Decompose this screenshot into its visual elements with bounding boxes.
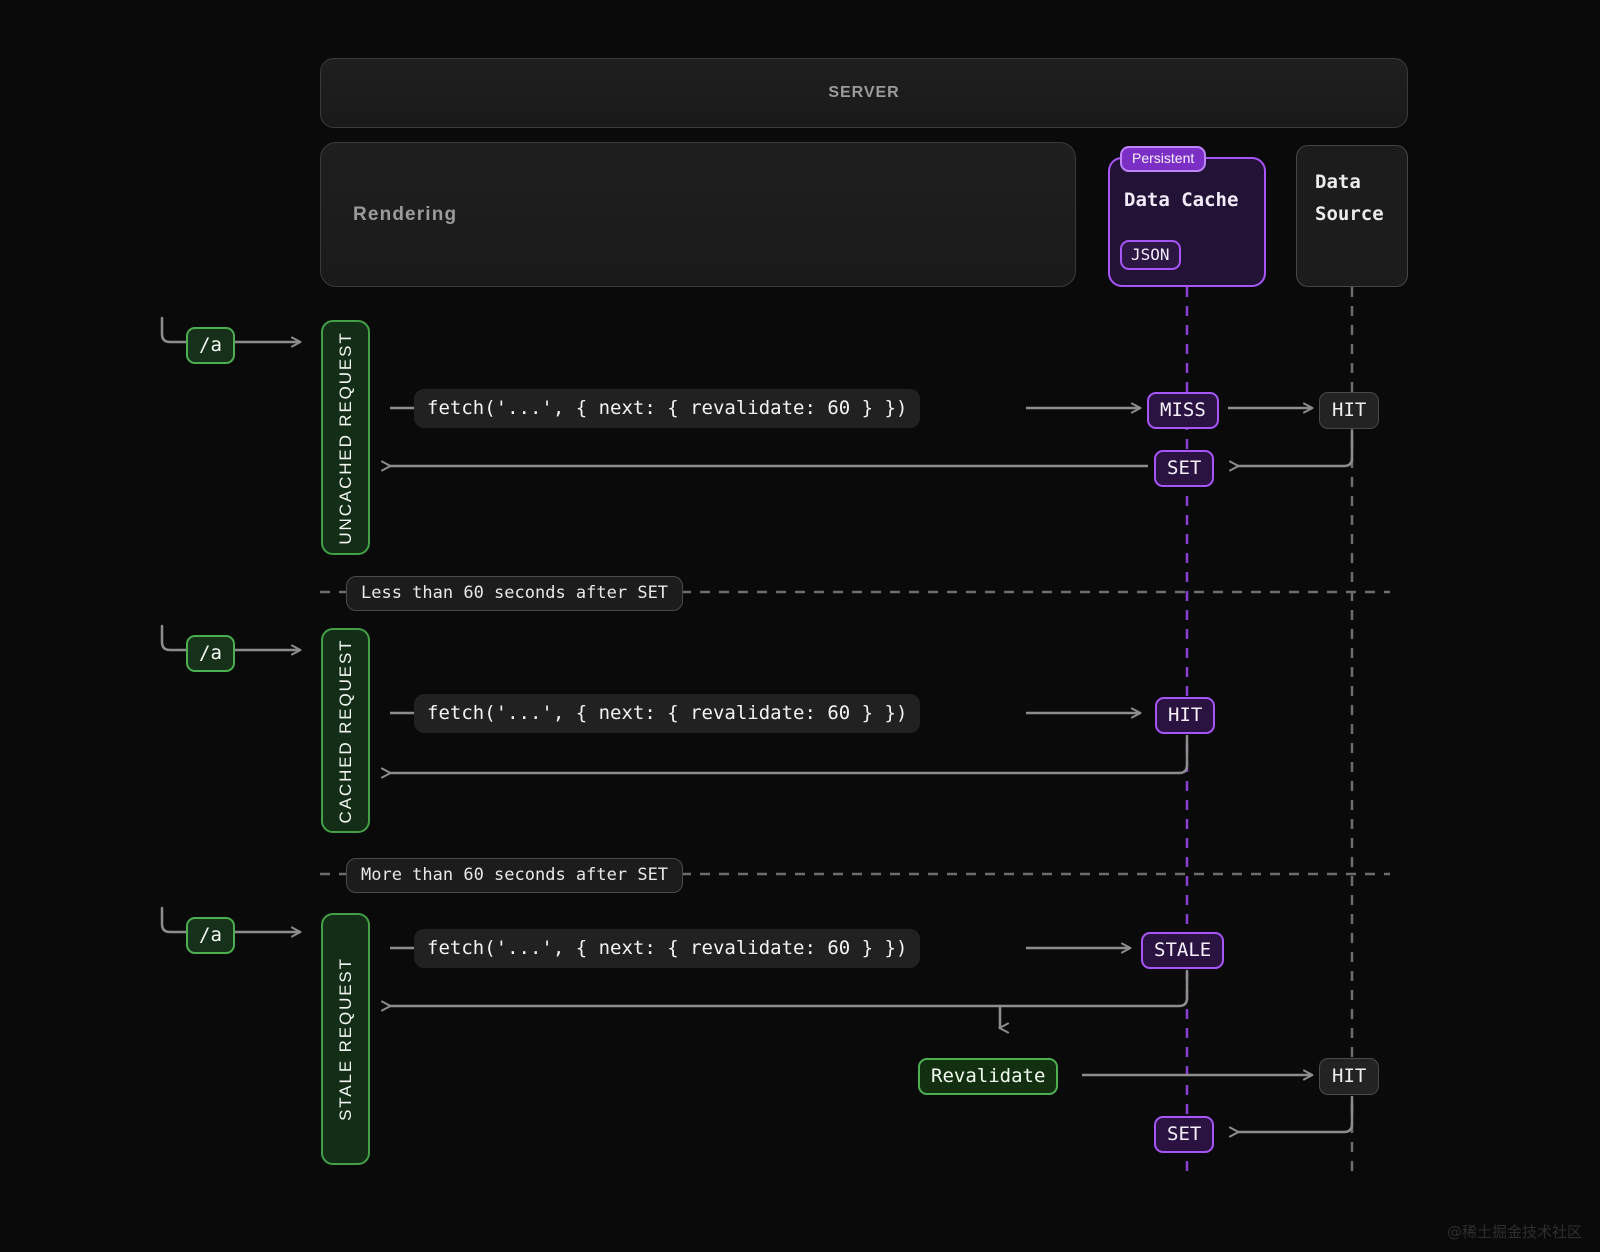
cache-status-set-row1: SET xyxy=(1154,450,1215,487)
watermark: @稀土掘金技术社区 xyxy=(1446,1223,1582,1241)
route-chip-uncached: /a xyxy=(186,327,235,364)
cache-status-hit-row2: HIT xyxy=(1155,697,1216,734)
row1-hit-to-set xyxy=(1229,429,1354,472)
request-column-uncached: UNCACHED REQUEST xyxy=(321,320,370,555)
data-cache-title: Data Cache xyxy=(1124,189,1239,211)
row3-hit-to-set xyxy=(1229,1095,1354,1138)
row3-stale-to-column xyxy=(381,969,1189,1012)
source-status-hit-row3: HIT xyxy=(1319,1058,1380,1095)
persistent-badge: Persistent xyxy=(1120,146,1207,172)
request-column-label-uncached: UNCACHED REQUEST xyxy=(335,330,355,545)
data-source-title-line1: Data xyxy=(1315,171,1361,193)
json-format-chip: JSON xyxy=(1120,240,1181,270)
server-panel: SERVER xyxy=(320,58,1408,128)
rendering-panel: Rendering xyxy=(320,142,1076,287)
request-column-label-cached: CACHED REQUEST xyxy=(335,638,355,823)
data-source-title-line2: Source xyxy=(1315,203,1384,225)
route-chip-cached: /a xyxy=(186,635,235,672)
divider-label-more-than-60: More than 60 seconds after SET xyxy=(346,858,684,893)
request-column-label-stale: STALE REQUEST xyxy=(335,957,355,1121)
fetch-code-stale: fetch('...', { next: { revalidate: 60 } … xyxy=(414,929,921,968)
route-chip-stale: /a xyxy=(186,917,235,954)
cache-status-set-row3: SET xyxy=(1154,1116,1215,1153)
request-column-cached: CACHED REQUEST xyxy=(321,628,370,833)
divider-label-less-than-60: Less than 60 seconds after SET xyxy=(346,576,684,611)
cache-status-miss: MISS xyxy=(1147,392,1219,429)
server-title: SERVER xyxy=(828,84,900,101)
revalidate-badge: Revalidate xyxy=(918,1058,1059,1095)
source-status-hit-row1: HIT xyxy=(1319,392,1380,429)
fetch-code-cached: fetch('...', { next: { revalidate: 60 } … xyxy=(414,694,921,733)
data-source-title: Data Source xyxy=(1315,166,1384,230)
fetch-code-uncached: fetch('...', { next: { revalidate: 60 } … xyxy=(414,389,921,428)
cache-status-stale: STALE xyxy=(1141,932,1225,969)
data-source-panel: Data Source xyxy=(1296,145,1408,287)
row2-hit-to-column xyxy=(381,734,1189,779)
request-column-stale: STALE REQUEST xyxy=(321,913,370,1165)
rendering-title: Rendering xyxy=(353,203,458,225)
